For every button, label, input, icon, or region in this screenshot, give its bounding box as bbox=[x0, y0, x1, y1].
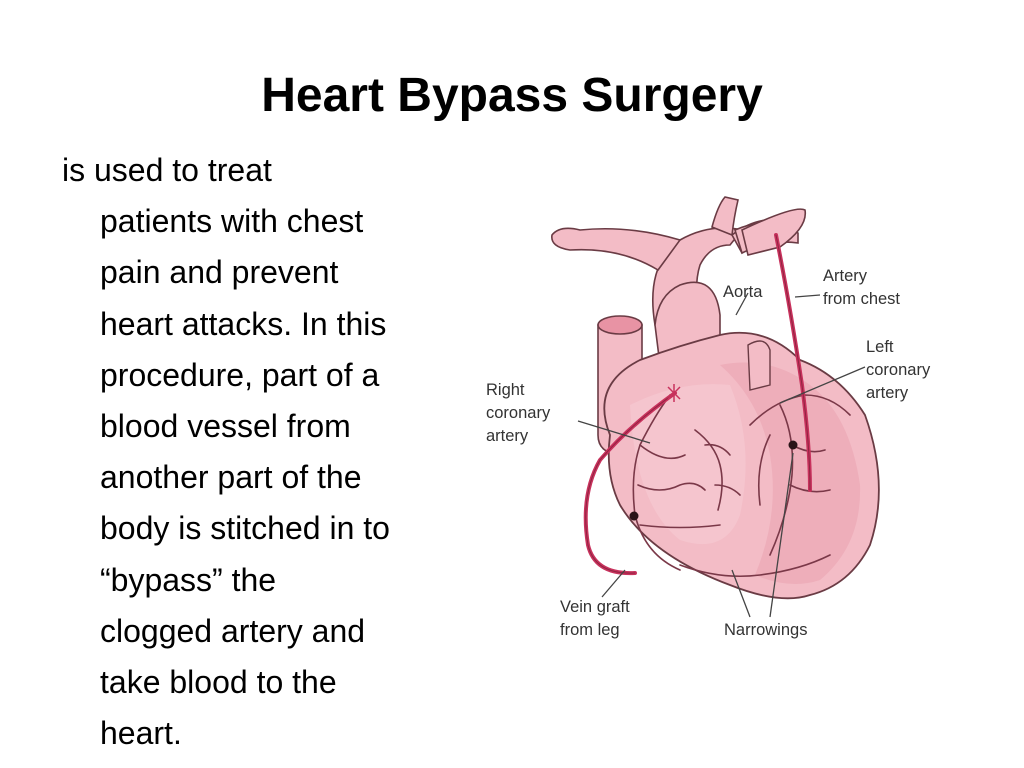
narrowing-dot bbox=[629, 511, 639, 521]
label-vein-graft: Vein graft bbox=[560, 598, 630, 616]
body-line: patients with chest bbox=[100, 203, 364, 240]
body-line: “bypass” the bbox=[100, 561, 277, 598]
label-narrowings: Narrowings bbox=[724, 621, 807, 639]
label-artery-chest: from chest bbox=[823, 290, 900, 308]
body-line: pain and prevent bbox=[100, 254, 339, 291]
heart-bypass-diagram: Aorta Artery from chest Left coronary ar… bbox=[480, 185, 960, 655]
label-vein-graft: from leg bbox=[560, 621, 620, 639]
label-left-coronary: artery bbox=[866, 384, 909, 402]
graft-stitch bbox=[667, 384, 681, 402]
label-right-coronary: coronary bbox=[486, 404, 551, 422]
body-line: take blood to the bbox=[100, 664, 337, 701]
label-right-coronary: artery bbox=[486, 427, 529, 445]
body-line: blood vessel from bbox=[100, 408, 351, 445]
label-aorta: Aorta bbox=[723, 283, 763, 301]
heart-body bbox=[603, 331, 880, 600]
slide-title: Heart Bypass Surgery bbox=[261, 69, 763, 122]
body-text: is used to treat patients with chest pai… bbox=[62, 145, 482, 759]
label-right-coronary: Right bbox=[486, 381, 525, 399]
body-line: is used to treat bbox=[62, 152, 272, 188]
label-left-coronary: coronary bbox=[866, 361, 931, 379]
label-artery-chest: Artery bbox=[823, 267, 868, 285]
body-line: body is stitched in to bbox=[100, 510, 390, 547]
narrowing-dot bbox=[788, 440, 798, 450]
body-line: another part of the bbox=[100, 459, 362, 496]
body-line: heart. bbox=[100, 715, 182, 752]
body-line: clogged artery and bbox=[100, 612, 366, 649]
heart-illustration: Aorta Artery from chest Left coronary ar… bbox=[486, 196, 931, 639]
body-line: heart attacks. In this bbox=[100, 305, 387, 342]
body-line: procedure, part of a bbox=[100, 356, 380, 393]
leader-lines bbox=[577, 292, 866, 618]
label-left-coronary: Left bbox=[866, 338, 894, 356]
